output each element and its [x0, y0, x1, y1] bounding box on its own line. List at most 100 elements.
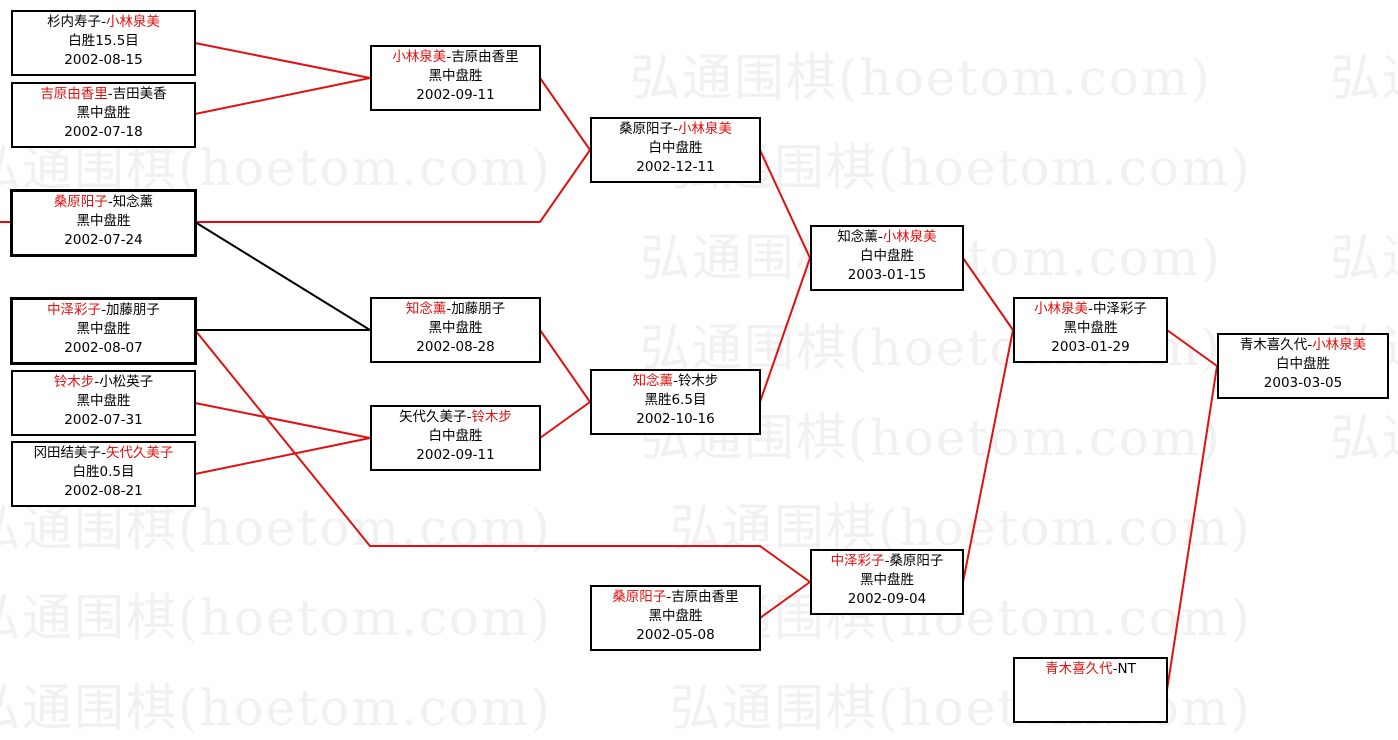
player-name: 知念薰 — [837, 229, 878, 245]
player-name: 中泽彩子 — [1092, 301, 1147, 317]
connector-line — [1166, 365, 1218, 691]
connector-line — [539, 401, 591, 439]
match-box[interactable]: 知念薰-加藤朋子 黑中盘胜 2002-08-28 — [370, 297, 541, 363]
connector-line — [194, 42, 371, 79]
connector-line — [195, 149, 591, 223]
connector-line — [194, 437, 371, 475]
player-name: 加藤朋子 — [451, 301, 506, 317]
match-date: 2003-03-05 — [1263, 375, 1343, 391]
match-date: 2002-12-11 — [636, 159, 715, 175]
match-result: 黑中盘胜 — [76, 393, 131, 409]
player-name: 知念薰 — [112, 194, 154, 210]
winner-name: 小林泉美 — [677, 121, 732, 137]
connector-line — [194, 77, 371, 115]
match-box[interactable]: 矢代久美子-铃木步 白中盘胜 2002-09-11 — [370, 405, 541, 471]
winner-name: 知念薰 — [632, 373, 674, 389]
player-name: 加藤朋子 — [105, 302, 160, 318]
winner-name: 桑原阳子 — [612, 589, 667, 605]
match-result: 黑中盘胜 — [76, 105, 131, 121]
match-result: 黑中盘胜 — [428, 68, 483, 84]
match-date: 2002-08-07 — [64, 340, 143, 356]
match-box[interactable]: 桑原阳子-吉原由香里 黑中盘胜 2002-05-08 — [590, 585, 761, 651]
match-date: 2003-01-15 — [847, 267, 927, 283]
connector-line — [539, 77, 591, 151]
winner-name: 桑原阳子 — [53, 194, 108, 210]
connector-line — [759, 149, 811, 259]
match-box[interactable]: 青木喜久代-NT — [1013, 657, 1168, 723]
match-date: 2002-07-24 — [64, 232, 143, 248]
player-name: 青木喜久代 — [1239, 337, 1308, 353]
match-result: 白中盘胜 — [1276, 356, 1330, 372]
connector-line — [962, 257, 1014, 331]
match-result: 黑中盘胜 — [76, 321, 131, 337]
match-box[interactable]: 中泽彩子-加藤朋子 黑中盘胜 2002-08-07 — [10, 297, 197, 365]
connector-line — [539, 329, 591, 403]
match-date: 2002-09-11 — [416, 447, 495, 463]
match-date: 2002-10-16 — [636, 411, 715, 427]
connector-line — [194, 329, 811, 583]
player-name: 吉田美香 — [112, 86, 167, 102]
winner-name: 吉原由香里 — [40, 86, 108, 102]
match-box[interactable]: 桑原阳子-知念薰 黑中盘胜 2002-07-24 — [10, 189, 197, 257]
player-name: 冈田结美子 — [33, 445, 102, 461]
match-result: 黑胜6.5目 — [644, 392, 707, 408]
match-date: 2002-05-08 — [636, 627, 715, 643]
player-name: 矢代久美子 — [399, 409, 467, 425]
match-result: 白中盘胜 — [648, 140, 703, 156]
match-box[interactable]: 小林泉美-中泽彩子 黑中盘胜 2003-01-29 — [1013, 297, 1168, 363]
winner-name: 矢代久美子 — [105, 445, 174, 461]
winner-name: 小林泉美 — [1312, 337, 1367, 353]
winner-name: 中泽彩子 — [830, 553, 885, 569]
match-date: 2002-07-31 — [64, 412, 143, 428]
match-box[interactable]: 桑原阳子-小林泉美 白中盘胜 2002-12-11 — [590, 117, 761, 183]
connector-line — [1166, 329, 1218, 367]
match-date: 2002-08-21 — [64, 483, 143, 499]
final-match-box[interactable]: 青木喜久代-小林泉美 白中盘胜 2003-03-05 — [1217, 333, 1389, 399]
winner-name: 小林泉美 — [1034, 301, 1089, 317]
connector-line — [194, 402, 371, 439]
winner-name: 小林泉美 — [882, 229, 937, 245]
match-box[interactable]: 冈田结美子-矢代久美子 白胜0.5目 2002-08-21 — [11, 441, 196, 507]
match-box[interactable]: 知念薰-小林泉美 白中盘胜 2003-01-15 — [810, 225, 964, 291]
match-result: 白胜0.5目 — [72, 464, 135, 480]
match-box[interactable]: 中泽彩子-桑原阳子 黑中盘胜 2002-09-04 — [810, 549, 964, 615]
player-name: 桑原阳子 — [619, 121, 674, 137]
match-box[interactable]: 杉内寿子-小林泉美 白胜15.5目 2002-08-15 — [11, 10, 196, 76]
winner-name: 铃木步 — [53, 374, 95, 390]
match-result: 黑中盘胜 — [76, 213, 131, 229]
player-name: 小松英子 — [99, 374, 154, 390]
player-name: NT — [1117, 661, 1136, 677]
connector-line — [759, 257, 811, 403]
match-date: 2003-01-29 — [1051, 339, 1130, 355]
connector-line — [962, 329, 1014, 583]
match-result: 黑中盘胜 — [428, 320, 483, 336]
player-name: 桑原阳子 — [889, 553, 944, 569]
match-result: 白中盘胜 — [428, 428, 483, 444]
match-box[interactable]: 铃木步-小松英子 黑中盘胜 2002-07-31 — [11, 370, 196, 436]
player-name: 杉内寿子 — [47, 14, 102, 30]
match-date: 2002-09-04 — [847, 591, 927, 607]
match-result: 白胜15.5目 — [68, 33, 139, 49]
match-date: 2002-08-15 — [64, 52, 143, 68]
match-result: 白中盘胜 — [860, 248, 914, 264]
match-date: 2002-08-28 — [416, 339, 495, 355]
winner-name: 中泽彩子 — [47, 302, 102, 318]
player-name: 吉原由香里 — [451, 49, 519, 65]
match-box[interactable]: 吉原由香里-吉田美香 黑中盘胜 2002-07-18 — [11, 82, 196, 148]
match-result: 黑中盘胜 — [860, 572, 914, 588]
winner-name: 知念薰 — [405, 301, 447, 317]
winner-name: 铃木步 — [471, 409, 512, 425]
player-name: 吉原由香里 — [671, 589, 739, 605]
match-date: 2002-09-11 — [416, 87, 495, 103]
match-box[interactable]: 知念薰-铃木步 黑胜6.5目 2002-10-16 — [590, 369, 761, 435]
winner-name: 小林泉美 — [105, 14, 160, 30]
winner-name: 小林泉美 — [392, 49, 447, 65]
connector-line — [194, 221, 371, 331]
match-result: 黑中盘胜 — [1063, 320, 1118, 336]
match-box[interactable]: 小林泉美-吉原由香里 黑中盘胜 2002-09-11 — [370, 45, 541, 111]
winner-name: 青木喜久代 — [1045, 661, 1113, 677]
match-result: 黑中盘胜 — [648, 608, 703, 624]
connector-line — [759, 581, 811, 619]
player-name: 铃木步 — [677, 373, 719, 389]
